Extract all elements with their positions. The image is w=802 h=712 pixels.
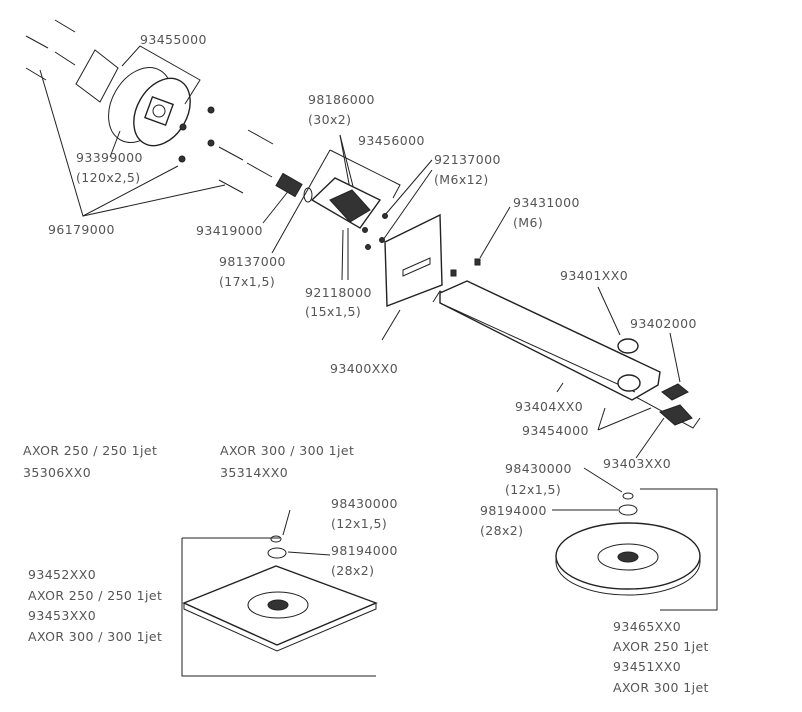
part-label: 93402000 — [630, 316, 697, 331]
part-label: 98194000 — [480, 503, 547, 518]
part-size: (28x2) — [331, 563, 375, 578]
part-label: 93454000 — [522, 423, 589, 438]
long-screws — [218, 129, 274, 194]
part-label: 93431000 — [513, 195, 580, 210]
part-size: (M6) — [513, 215, 544, 230]
part-size: (M6x12) — [434, 172, 489, 187]
model-code: 35314XX0 — [220, 465, 289, 480]
part-label: 93400XX0 — [330, 361, 399, 376]
part-label: 93455000 — [140, 32, 207, 47]
model-code: 35306XX0 — [23, 465, 92, 480]
part-label: 98194000 — [331, 543, 398, 558]
part-label: 98186000 — [308, 92, 375, 107]
part-size: (28x2) — [480, 523, 524, 538]
head-code: 93452XX0 — [28, 567, 97, 582]
part-label: 93419000 — [196, 223, 263, 238]
head-name: AXOR 250 / 250 1jet — [28, 588, 163, 603]
part-size: (12x1,5) — [505, 482, 562, 497]
part-label: 93456000 — [358, 133, 425, 148]
square-gasket — [75, 49, 119, 103]
part-label: 98430000 — [505, 461, 572, 476]
round-shower-head — [552, 467, 718, 611]
part-label: 96179000 — [48, 222, 115, 237]
part-size: (12x1,5) — [331, 516, 388, 531]
model-name: AXOR 300 / 300 1jet — [220, 443, 355, 458]
part-size: (120x2,5) — [76, 170, 141, 185]
cover-cap — [617, 338, 639, 354]
part-size: (30x2) — [308, 112, 352, 127]
part-label: 98137000 — [219, 254, 286, 269]
part-label: 93404XX0 — [515, 399, 584, 414]
part-size: (17x1,5) — [219, 274, 276, 289]
valve-body — [275, 172, 382, 229]
head-code: 93453XX0 — [28, 608, 97, 623]
wall-screws — [25, 19, 76, 81]
head-name: AXOR 300 1jet — [613, 680, 709, 695]
head-name: AXOR 300 / 300 1jet — [28, 629, 163, 644]
part-label: 93401XX0 — [560, 268, 629, 283]
head-name: AXOR 250 1jet — [613, 639, 709, 654]
part-label: 93399000 — [76, 150, 143, 165]
head-code: 93451XX0 — [613, 659, 682, 674]
part-label: 93403XX0 — [603, 456, 672, 471]
model-name: AXOR 250 / 250 1jet — [23, 443, 158, 458]
part-label: 92137000 — [434, 152, 501, 167]
head-code: 93465XX0 — [613, 619, 682, 634]
square-shower-head — [181, 509, 378, 677]
part-label: 92118000 — [305, 285, 372, 300]
nuts — [178, 106, 215, 163]
part-size: (15x1,5) — [305, 304, 362, 319]
part-label: 98430000 — [331, 496, 398, 511]
cover-plate — [384, 213, 443, 308]
